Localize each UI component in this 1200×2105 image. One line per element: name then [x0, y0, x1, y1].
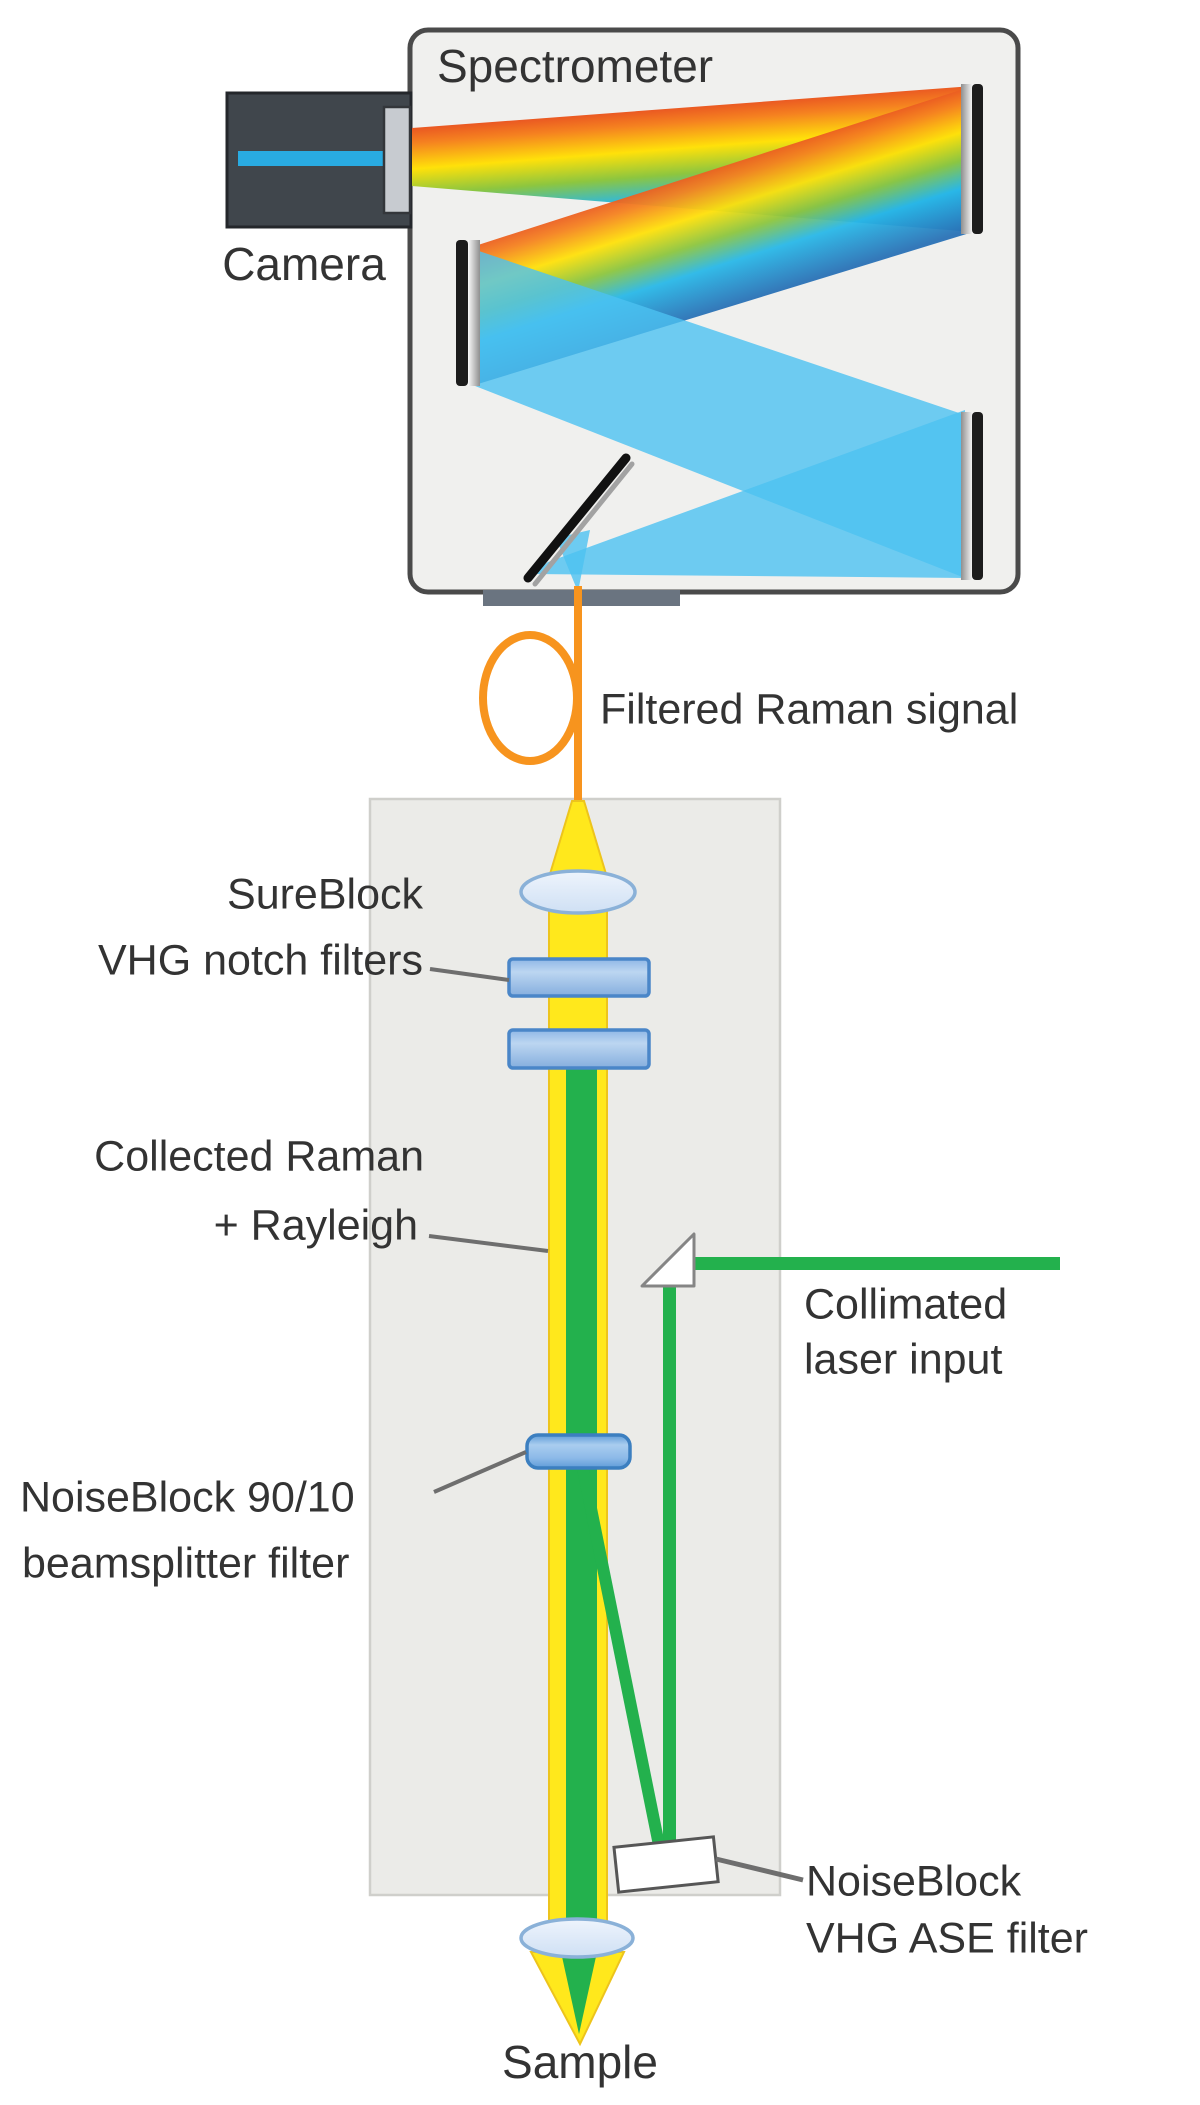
leader-notch-filters: [429, 967, 510, 982]
ase-filter: [612, 1835, 720, 1894]
beamsplitter-filter: [525, 1433, 632, 1470]
collected-label-line1: Collected Raman: [94, 1132, 424, 1180]
ase-label-line2: VHG ASE filter: [806, 1914, 1088, 1962]
collection-lens: [519, 869, 637, 915]
spectrometer-title: Spectrometer: [437, 40, 713, 92]
notch-filter-1: [507, 957, 651, 998]
camera-stripe: [238, 151, 390, 166]
fold-prism: [640, 1232, 696, 1288]
leader-beamsplitter: [433, 1450, 527, 1494]
leader-collected-beam: [428, 1234, 549, 1253]
blue-beam-fold: [532, 410, 965, 578]
beam-focus-cone-green: [561, 1952, 597, 2034]
camera: [225, 91, 413, 229]
laser-line-horizontal: [694, 1257, 1060, 1270]
laser-label-line2: laser input: [804, 1335, 1002, 1383]
sample-label: Sample: [502, 2036, 658, 2088]
fiber-loop: [479, 631, 581, 765]
laser-line-vertical: [663, 1284, 676, 1844]
collected-label-line2: + Rayleigh: [214, 1201, 418, 1249]
camera-sensor: [382, 105, 412, 215]
grating-mirror: [456, 240, 480, 386]
fold-mirror: [523, 453, 635, 587]
beamsplitter-label-line2: beamsplitter filter: [22, 1539, 349, 1587]
objective-lens: [519, 1917, 635, 1959]
camera-label: Camera: [222, 238, 386, 290]
fiber-label: Filtered Raman signal: [600, 685, 1018, 733]
laser-line-diagonal: [576, 1462, 665, 1847]
notch-label-line1: SureBlock: [227, 870, 423, 918]
leader-ase-filter: [715, 1856, 804, 1883]
ase-label-line1: NoiseBlock: [806, 1857, 1022, 1905]
beamsplitter-label-line1: NoiseBlock 90/10: [20, 1473, 355, 1521]
notch-filter-2: [507, 1028, 651, 1070]
notch-label-line2: VHG notch filters: [98, 936, 423, 984]
mirror-top-right: [961, 84, 983, 234]
mirror-bottom-right: [961, 412, 983, 580]
laser-label-line1: Collimated: [804, 1280, 1007, 1328]
